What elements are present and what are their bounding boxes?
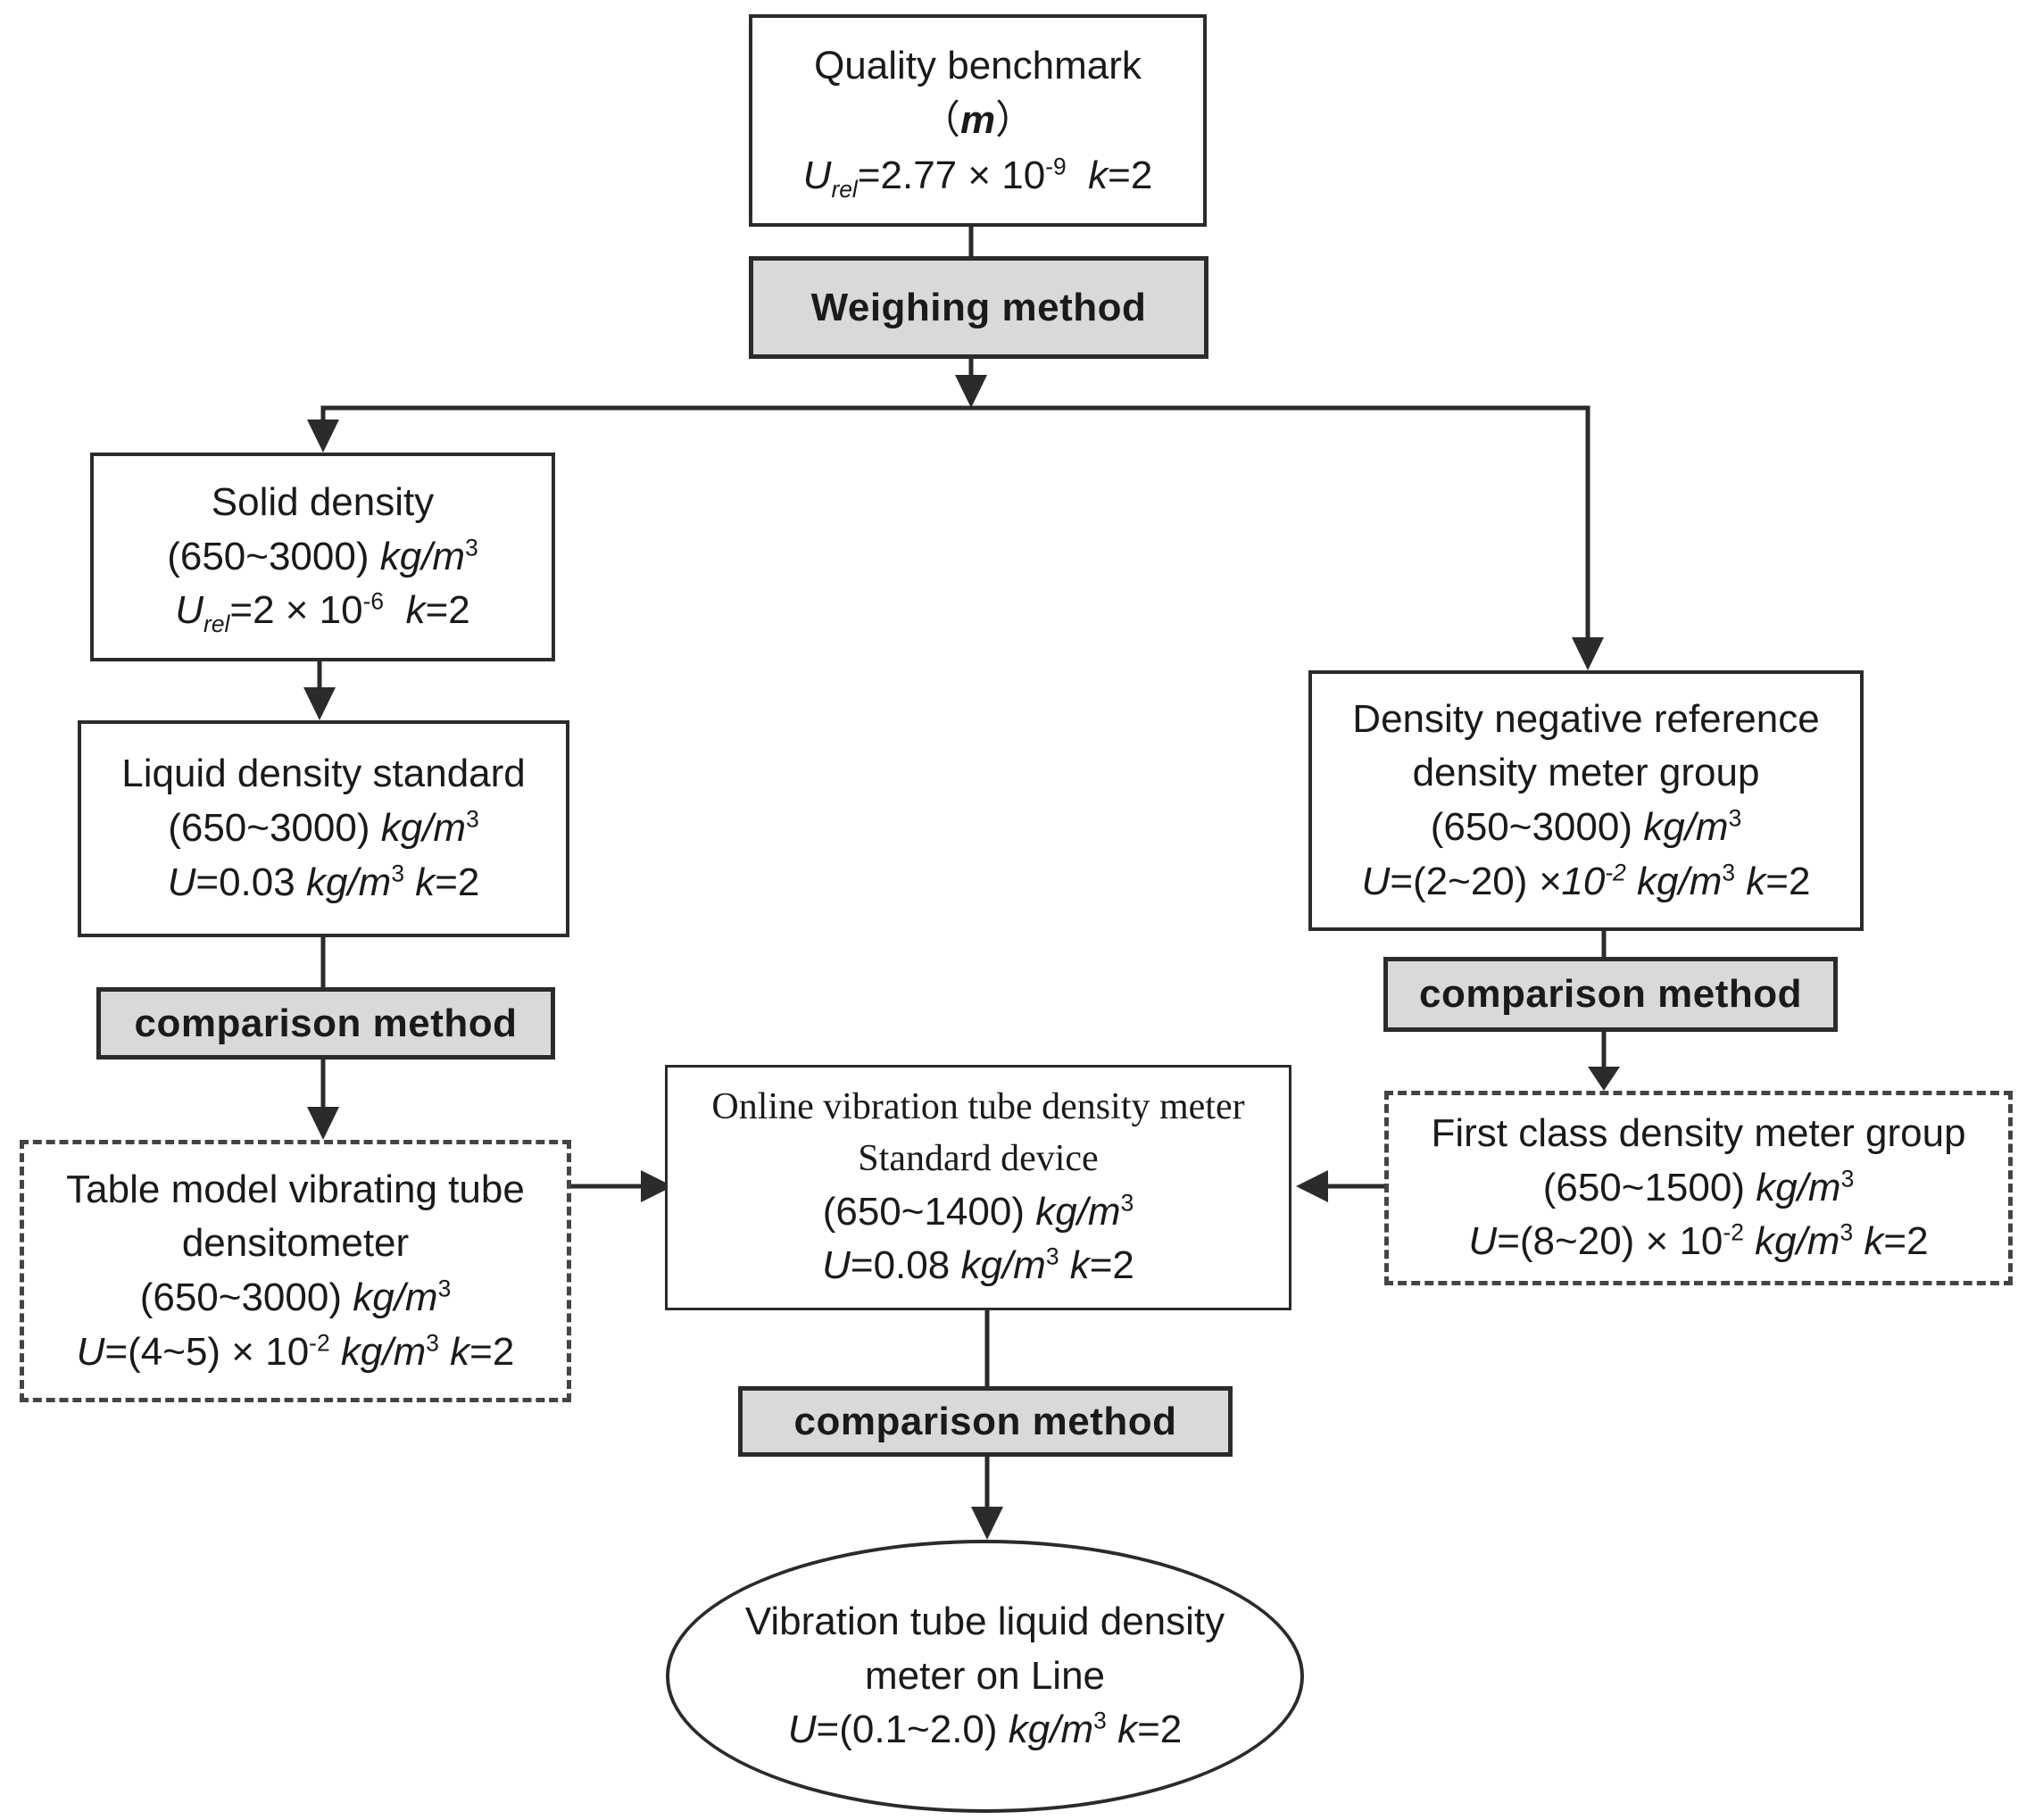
arrowhead-table: [307, 1107, 339, 1140]
first-class-uncertainty: U=(8~20) × 10-2 kg/m3 k=2: [1468, 1218, 1929, 1264]
arrowhead-online-right: [1296, 1170, 1328, 1202]
arrowhead-liquid: [303, 687, 336, 720]
comparison-method-bottom-label: comparison method: [738, 1386, 1233, 1457]
reference-line1: Density negative reference: [1352, 696, 1820, 741]
liquid-density-title: Liquid density standard: [121, 752, 526, 796]
online-standard-range: (650~1400) kg/m3: [822, 1189, 1134, 1234]
online-standard-line2: Standard device: [858, 1137, 1099, 1179]
quality-benchmark-symbol: （m）: [920, 98, 1035, 143]
node-table-model-densitometer: Table model vibrating tube densitometer …: [20, 1140, 571, 1402]
online-standard-uncertainty: U=0.08 kg/m3 k=2: [822, 1242, 1134, 1288]
node-density-negative-reference: Density negative reference density meter…: [1308, 670, 1864, 931]
arrowhead-weighing-split: [955, 375, 987, 408]
online-meter-line1: Vibration tube liquid density: [744, 1599, 1225, 1643]
table-model-line2: densitometer: [181, 1221, 410, 1266]
table-model-line1: Table model vibrating tube: [66, 1167, 525, 1211]
liquid-density-uncertainty: U=0.03 kg/m3 k=2: [167, 860, 480, 904]
first-class-title: First class density meter group: [1431, 1110, 1966, 1155]
online-meter-line2: meter on Line: [864, 1653, 1106, 1698]
arrowhead-online-left: [641, 1170, 673, 1202]
arrowhead-reference: [1572, 637, 1604, 670]
online-standard-line1: Online vibration tube density meter: [711, 1085, 1245, 1127]
node-liquid-density-standard: Liquid density standard (650~3000) kg/m3…: [78, 720, 569, 937]
reference-line2: density meter group: [1412, 751, 1760, 795]
solid-density-range: (650~3000) kg/m3: [167, 533, 478, 578]
arrowhead-firstclass: [1588, 1067, 1620, 1091]
table-model-range: (650~3000) kg/m3: [139, 1275, 452, 1319]
node-solid-density: Solid density (650~3000) kg/m3 Urel=2 × …: [90, 453, 555, 661]
node-quality-benchmark: Quality benchmark （m） Urel=2.77 × 10-9 k…: [749, 14, 1207, 227]
weighing-method-label: Weighing method: [749, 256, 1208, 359]
first-class-range: (650~1500) kg/m3: [1542, 1164, 1855, 1209]
comparison-method-left-label: comparison method: [96, 987, 555, 1060]
reference-range: (650~3000) kg/m3: [1430, 804, 1742, 849]
quality-benchmark-uncertainty: Urel=2.77 × 10-9 k=2: [802, 153, 1153, 203]
table-model-uncertainty: U=(4~5) × 10-2 kg/m3 k=2: [76, 1329, 515, 1374]
node-first-class-density-group: First class density meter group (650~150…: [1384, 1091, 2013, 1285]
comparison-method-right-label: comparison method: [1383, 957, 1838, 1032]
reference-uncertainty: U=(2~20) ×10-2 kg/m3 k=2: [1361, 859, 1811, 903]
arrowhead-solid: [307, 420, 339, 453]
quality-benchmark-title: Quality benchmark: [814, 43, 1142, 87]
node-online-density-meter: Vibration tube liquid density meter on L…: [666, 1540, 1304, 1813]
online-meter-uncertainty: U=(0.1~2.0) kg/m3 k=2: [787, 1707, 1183, 1752]
solid-density-title: Solid density: [211, 479, 435, 524]
node-online-standard-device: Online vibration tube density meter Stan…: [665, 1065, 1291, 1310]
arrowhead-ellipse: [971, 1507, 1003, 1540]
liquid-density-range: (650~3000) kg/m3: [168, 805, 479, 851]
solid-density-uncertainty: Urel=2 × 10-6 k=2: [175, 587, 470, 638]
